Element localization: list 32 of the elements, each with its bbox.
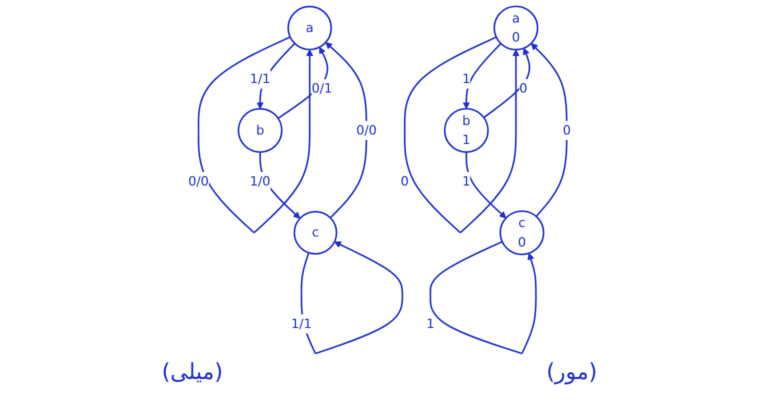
arrow [483, 48, 530, 118]
node-circle: c 0 [499, 210, 544, 256]
arrow [198, 36, 314, 234]
diagram-caption: (میلی) [162, 360, 223, 385]
arrow [430, 240, 537, 354]
edge-label: 1 [426, 316, 434, 332]
node-circle: b 1 [444, 108, 489, 153]
edge-label: 0 [519, 80, 528, 96]
arrow [256, 42, 296, 110]
arrow [300, 241, 404, 354]
edge-label: 1 [462, 71, 470, 86]
arrow [325, 42, 368, 218]
edge-label: 0 [562, 122, 571, 138]
arrow [259, 152, 300, 219]
node-circle: b [238, 108, 282, 153]
diagram-caption: (مور) [546, 360, 598, 385]
arrow [404, 36, 520, 234]
edge-label: 0 [400, 174, 409, 189]
arrow [278, 46, 328, 119]
edge-label: 0/1 [312, 80, 332, 96]
edge-label: 1 [462, 174, 470, 189]
edge-label: 1/1 [250, 71, 270, 86]
arrow [462, 43, 502, 110]
edge-label: 0/0 [188, 174, 209, 189]
edge-label: 0/0 [356, 122, 377, 138]
edge-label: 1/1 [291, 316, 312, 332]
arrow [530, 43, 568, 217]
arrow [466, 152, 506, 218]
edge-label: 1/0 [250, 174, 270, 189]
node-circle: a 0 [493, 6, 538, 50]
node-circle: c [294, 210, 338, 255]
node-circle: a [287, 6, 332, 50]
